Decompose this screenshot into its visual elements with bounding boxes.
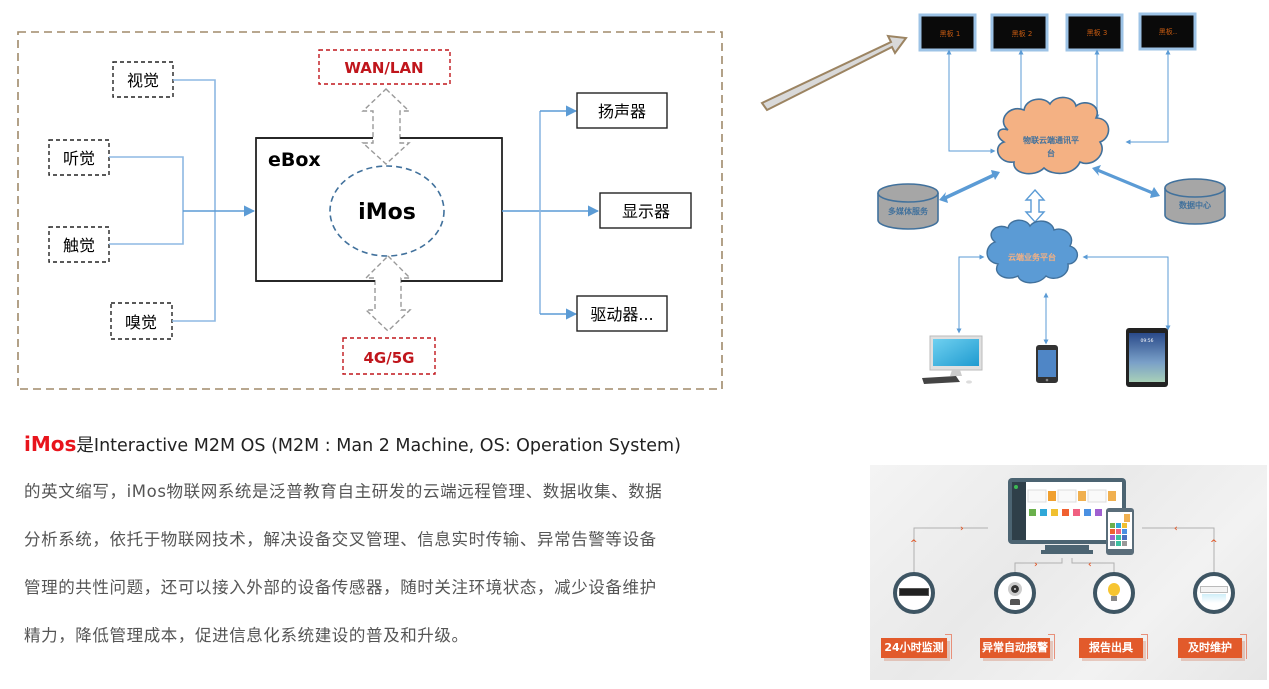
svg-text:数据中心: 数据中心	[1179, 200, 1211, 210]
svg-text:物联云端通讯平: 物联云端通讯平	[1023, 135, 1079, 145]
svg-text:‹: ‹	[1088, 560, 1092, 570]
imos-description: iMos是Interactive M2M OS (M2M : Man 2 Mac…	[24, 428, 764, 668]
wan-link-arrow	[361, 88, 411, 165]
feature-report-output: 报告出具	[1079, 634, 1148, 659]
ebox-container	[255, 137, 503, 282]
svg-text:驱动器...: 驱动器...	[590, 305, 653, 324]
business-cloud: 云端业务平台	[986, 219, 1078, 284]
cloud-network-diagram: 黑板 1 黑板 2 黑板 3 黑板.. 物联云端通讯平 台 多媒体服务 数据中心	[760, 12, 1226, 387]
imos-core-label: iMos	[358, 200, 416, 225]
svg-text:›: ›	[1034, 560, 1038, 570]
blackboard-1: 黑板 1	[918, 13, 977, 52]
brand-name: iMos	[24, 432, 77, 456]
input-touch: 触觉	[48, 226, 110, 263]
description-line-5: 精力，降低管理成本，促进信息化系统建设的普及和升级。	[24, 626, 469, 645]
svg-text:‹: ‹	[1174, 524, 1178, 534]
air-conditioner-icon	[1200, 586, 1228, 593]
data-center-db: 数据中心	[1164, 178, 1226, 225]
svg-text:黑板 3: 黑板 3	[1087, 28, 1108, 37]
camera-icon	[1008, 582, 1022, 596]
multimedia-service-db: 多媒体服务	[877, 183, 939, 230]
network-4g-5g: 4G/5G	[342, 337, 436, 375]
iot-communication-cloud: 物联云端通讯平 台	[996, 96, 1110, 175]
input-connectors	[109, 79, 256, 322]
description-line-2: 的英文缩写，iMos物联网系统是泛普教育自主研发的云端远程管理、数据收集、数据	[24, 482, 663, 501]
light-bulb-device	[1093, 572, 1135, 614]
tablet-icon: 09:56	[1126, 328, 1168, 387]
flow-arrow-up-right	[760, 34, 908, 112]
svg-text:›: ›	[960, 524, 964, 534]
feature-24h-monitoring: 24小时监测	[881, 634, 952, 659]
smartphone-icon	[1036, 345, 1058, 383]
imos-core-ring	[329, 165, 445, 257]
blackboard-links	[946, 49, 1171, 154]
input-hearing-label: 听觉	[63, 149, 95, 168]
svg-text:^: ^	[910, 539, 918, 549]
input-smell-label: 嗅觉	[125, 313, 157, 332]
dashboard-monitor-icon	[1008, 478, 1126, 554]
input-smell: 嗅觉	[110, 302, 173, 340]
feature-auto-alarm: 异常自动报警	[980, 634, 1055, 659]
output-driver: 驱动器...	[576, 295, 668, 332]
monitoring-connectors	[913, 527, 1215, 572]
dashboard-app-tiles	[1029, 509, 1102, 516]
svg-text:多媒体服务: 多媒体服务	[888, 206, 929, 216]
svg-text:黑板 2: 黑板 2	[1012, 29, 1033, 38]
client-links	[956, 254, 1171, 345]
svg-text:云端业务平台: 云端业务平台	[1008, 252, 1056, 262]
svg-text:WAN/LAN: WAN/LAN	[344, 59, 423, 77]
mobile-link-arrow	[364, 255, 412, 332]
description-intro: 是Interactive M2M OS (M2M : Man 2 Machine…	[76, 436, 681, 456]
camera-device	[994, 572, 1036, 614]
dashboard-phone-icon	[1106, 508, 1134, 555]
feature-timely-maintenance: 及时维护	[1178, 634, 1247, 659]
datacenter-link-arrow	[1092, 165, 1160, 198]
monitoring-graphic: › › ‹ ‹ ^ ^	[910, 478, 1218, 572]
light-bulb-icon	[1108, 583, 1120, 596]
cloud-to-cloud-arrow	[1024, 188, 1046, 224]
svg-text:^: ^	[1210, 539, 1218, 549]
multimedia-link-arrow	[939, 170, 1000, 203]
svg-text:显示器: 显示器	[622, 202, 670, 221]
monitoring-panel: › › ‹ ‹ ^ ^	[870, 465, 1267, 680]
desktop-computer-icon	[922, 335, 983, 384]
blackboard-icon	[899, 588, 929, 596]
blackboard-4: 黑板..	[1138, 12, 1197, 51]
output-speaker: 扬声器	[576, 92, 668, 129]
description-line-4: 管理的共性问题，还可以接入外部的设备传感器，随时关注环境状态，减少设备维护	[24, 578, 657, 597]
description-line-1: iMos是Interactive M2M OS (M2M : Man 2 Mac…	[24, 428, 764, 476]
input-vision: 视觉	[112, 61, 174, 98]
network-wan-lan: WAN/LAN	[318, 49, 451, 85]
output-connectors	[502, 105, 600, 320]
architecture-frame	[17, 31, 723, 390]
input-touch-label: 触觉	[63, 236, 95, 255]
imos-architecture-diagram: 视觉 听觉 触觉 嗅觉 eBox iMos WAN/LAN 4G/5G	[17, 31, 723, 390]
smart-blackboard-device	[893, 572, 935, 614]
blackboard-3: 黑板 3	[1065, 13, 1124, 52]
svg-text:台: 台	[1047, 148, 1055, 158]
dashboard-cards	[1027, 489, 1116, 503]
svg-text:09:56: 09:56	[1141, 338, 1154, 344]
svg-text:黑板 1: 黑板 1	[940, 29, 961, 38]
ebox-label: eBox	[268, 149, 321, 171]
blackboard-2: 黑板 2	[990, 13, 1049, 52]
svg-text:黑板..: 黑板..	[1159, 27, 1177, 36]
svg-text:4G/5G: 4G/5G	[364, 349, 415, 367]
svg-text:扬声器: 扬声器	[598, 102, 646, 121]
input-hearing: 听觉	[48, 139, 110, 176]
input-vision-label: 视觉	[127, 71, 159, 90]
description-line-3: 分析系统，依托于物联网技术，解决设备交叉管理、信息实时传输、异常告警等设备	[24, 530, 657, 549]
air-conditioner-device	[1193, 572, 1235, 614]
flow-chevrons: › › ‹ ‹ ^ ^	[910, 524, 1218, 570]
output-display: 显示器	[599, 192, 692, 229]
